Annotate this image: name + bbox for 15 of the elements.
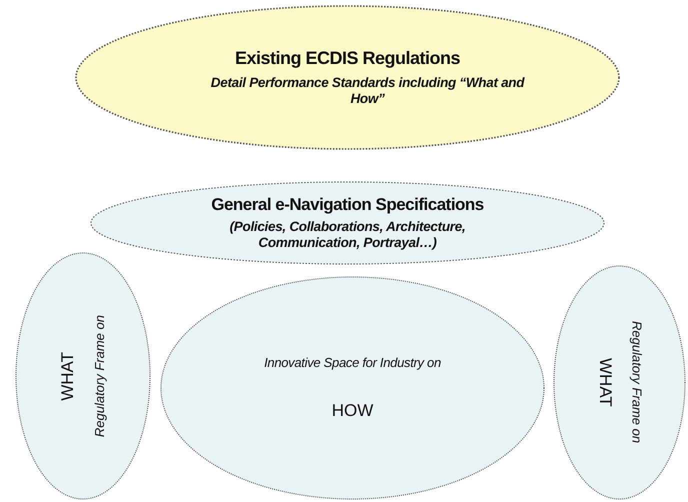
node-title: Existing ECDIS Regulations [234,48,460,70]
node-subtitle: Detail Performance Standards including “What and How” [210,75,526,108]
node-subtitle: WHAT [58,352,78,400]
ellipse-node [553,265,686,500]
ellipse-node [160,276,545,500]
node-title: Regulatory Frame on [92,314,108,438]
ellipse-node [75,5,620,150]
node-title: Regulatory Frame on [628,321,644,444]
node-title: General e-Navigation Specifications [211,194,484,215]
node-title: Innovative Space for Industry on [264,355,441,371]
ellipse-node [90,181,605,265]
node-subtitle: WHAT [594,358,615,407]
node-subtitle: (Policies, Collaborations, Architecture, Communication, Portrayal…) [228,219,466,252]
ellipse-node [15,252,151,500]
node-subtitle: HOW [332,400,374,421]
